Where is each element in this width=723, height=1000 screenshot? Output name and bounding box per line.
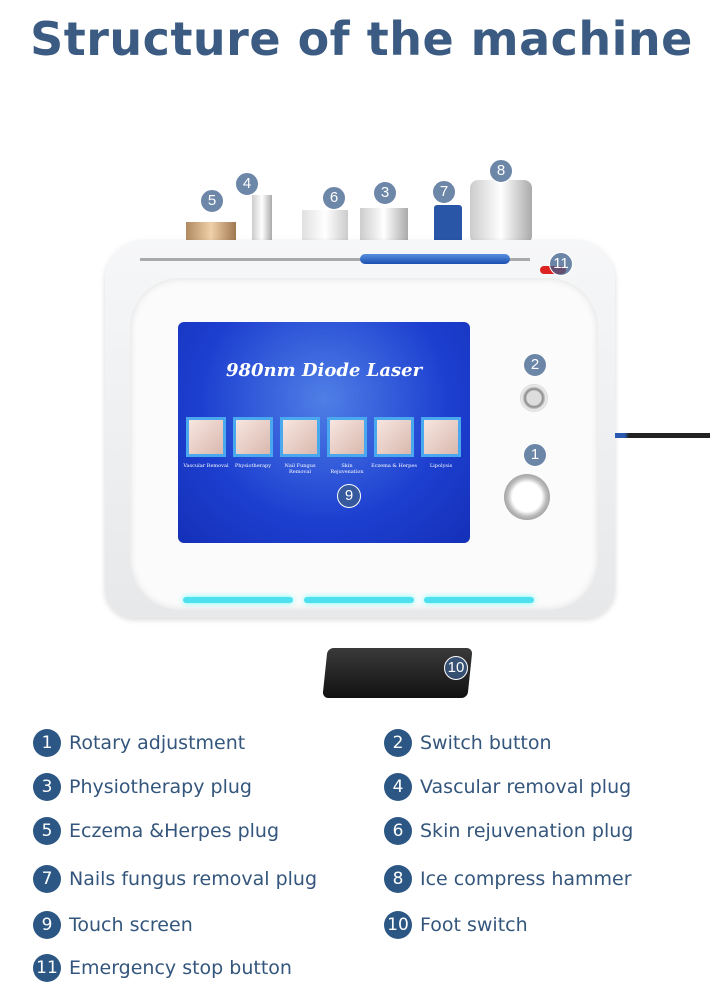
- cable: [615, 433, 710, 438]
- nail-plug: [434, 205, 462, 245]
- legend-item: 8 Ice compress hammer: [384, 864, 632, 894]
- legend-item: 2 Switch button: [384, 728, 552, 758]
- rotary-knob[interactable]: [504, 474, 550, 520]
- switch-button[interactable]: [520, 384, 548, 412]
- app-label: Eczema & Herpes: [371, 463, 417, 469]
- app-label: Physiotherapy: [234, 463, 272, 469]
- legend-number: 10: [384, 911, 412, 939]
- legend-item: 10 Foot switch: [384, 910, 528, 940]
- legend-number: 7: [33, 865, 61, 893]
- vascular-plug: [252, 195, 272, 245]
- marker-7: 7: [432, 180, 456, 204]
- legend-label: Ice compress hammer: [420, 868, 632, 890]
- legend-item: 3 Physiotherapy plug: [33, 772, 252, 802]
- marker-9: 9: [337, 484, 361, 508]
- legend-number: 8: [384, 865, 412, 893]
- legend-label: Emergency stop button: [69, 957, 292, 979]
- marker-11: 11: [549, 252, 573, 276]
- marker-6: 6: [322, 186, 346, 210]
- handpiece: [360, 254, 510, 264]
- app-label: Lipolysis: [429, 463, 453, 469]
- touch-screen[interactable]: 980nm Diode Laser Vascular Removal Physi…: [178, 322, 470, 543]
- legend-label: Foot switch: [420, 914, 528, 936]
- legend-item: 4 Vascular removal plug: [384, 772, 631, 802]
- legend-label: Nails fungus removal plug: [69, 868, 318, 890]
- marker-4: 4: [235, 172, 259, 196]
- legend-item: 1 Rotary adjustment: [33, 728, 245, 758]
- marker-8: 8: [489, 159, 513, 183]
- legend-label: Physiotherapy plug: [69, 776, 252, 798]
- app-label: Vascular Removal: [183, 463, 229, 469]
- app-nail-fungus[interactable]: [280, 417, 320, 457]
- page-title: Structure of the machine: [30, 12, 693, 66]
- app-label: Nail Fungus Removal: [284, 463, 316, 475]
- legend-item: 5 Eczema &Herpes plug: [33, 816, 279, 846]
- legend-label: Vascular removal plug: [420, 776, 632, 798]
- legend-item: 9 Touch screen: [33, 910, 193, 940]
- marker-2: 2: [523, 353, 547, 377]
- legend-label: Eczema &Herpes plug: [69, 820, 280, 842]
- app-physiotherapy[interactable]: [233, 417, 273, 457]
- screen-title: 980nm Diode Laser: [225, 360, 423, 381]
- app-vascular-removal[interactable]: [186, 417, 226, 457]
- legend-item: 7 Nails fungus removal plug: [33, 864, 317, 894]
- marker-1: 1: [523, 443, 547, 467]
- marker-10: 10: [444, 656, 468, 680]
- ice-hammer: [470, 180, 532, 244]
- legend-number: 6: [384, 817, 412, 845]
- legend-number: 11: [33, 954, 61, 982]
- led-strip: [183, 597, 293, 603]
- app-label: Skin Rejuvenation: [330, 463, 364, 475]
- app-eczema-herpes[interactable]: [374, 417, 414, 457]
- led-strip: [424, 597, 534, 603]
- led-strip: [304, 597, 414, 603]
- legend-item: 11 Emergency stop button: [33, 953, 292, 983]
- legend-label: Touch screen: [69, 914, 193, 936]
- legend-number: 4: [384, 773, 412, 801]
- eczema-plug: [186, 222, 236, 244]
- legend-number: 2: [384, 729, 412, 757]
- marker-3: 3: [373, 181, 397, 205]
- physio-plug: [360, 208, 408, 244]
- legend-number: 3: [33, 773, 61, 801]
- handpiece-rod: [140, 258, 530, 261]
- skin-plug: [302, 210, 348, 244]
- legend-number: 5: [33, 817, 61, 845]
- app-skin-rejuvenation[interactable]: [327, 417, 367, 457]
- legend-label: Rotary adjustment: [69, 732, 246, 754]
- legend-label: Switch button: [420, 732, 552, 754]
- legend-number: 1: [33, 729, 61, 757]
- app-lipolysis[interactable]: [421, 417, 461, 457]
- legend-label: Skin rejuvenation plug: [420, 820, 634, 842]
- legend-number: 9: [33, 911, 61, 939]
- marker-5: 5: [200, 189, 224, 213]
- legend-item: 6 Skin rejuvenation plug: [384, 816, 633, 846]
